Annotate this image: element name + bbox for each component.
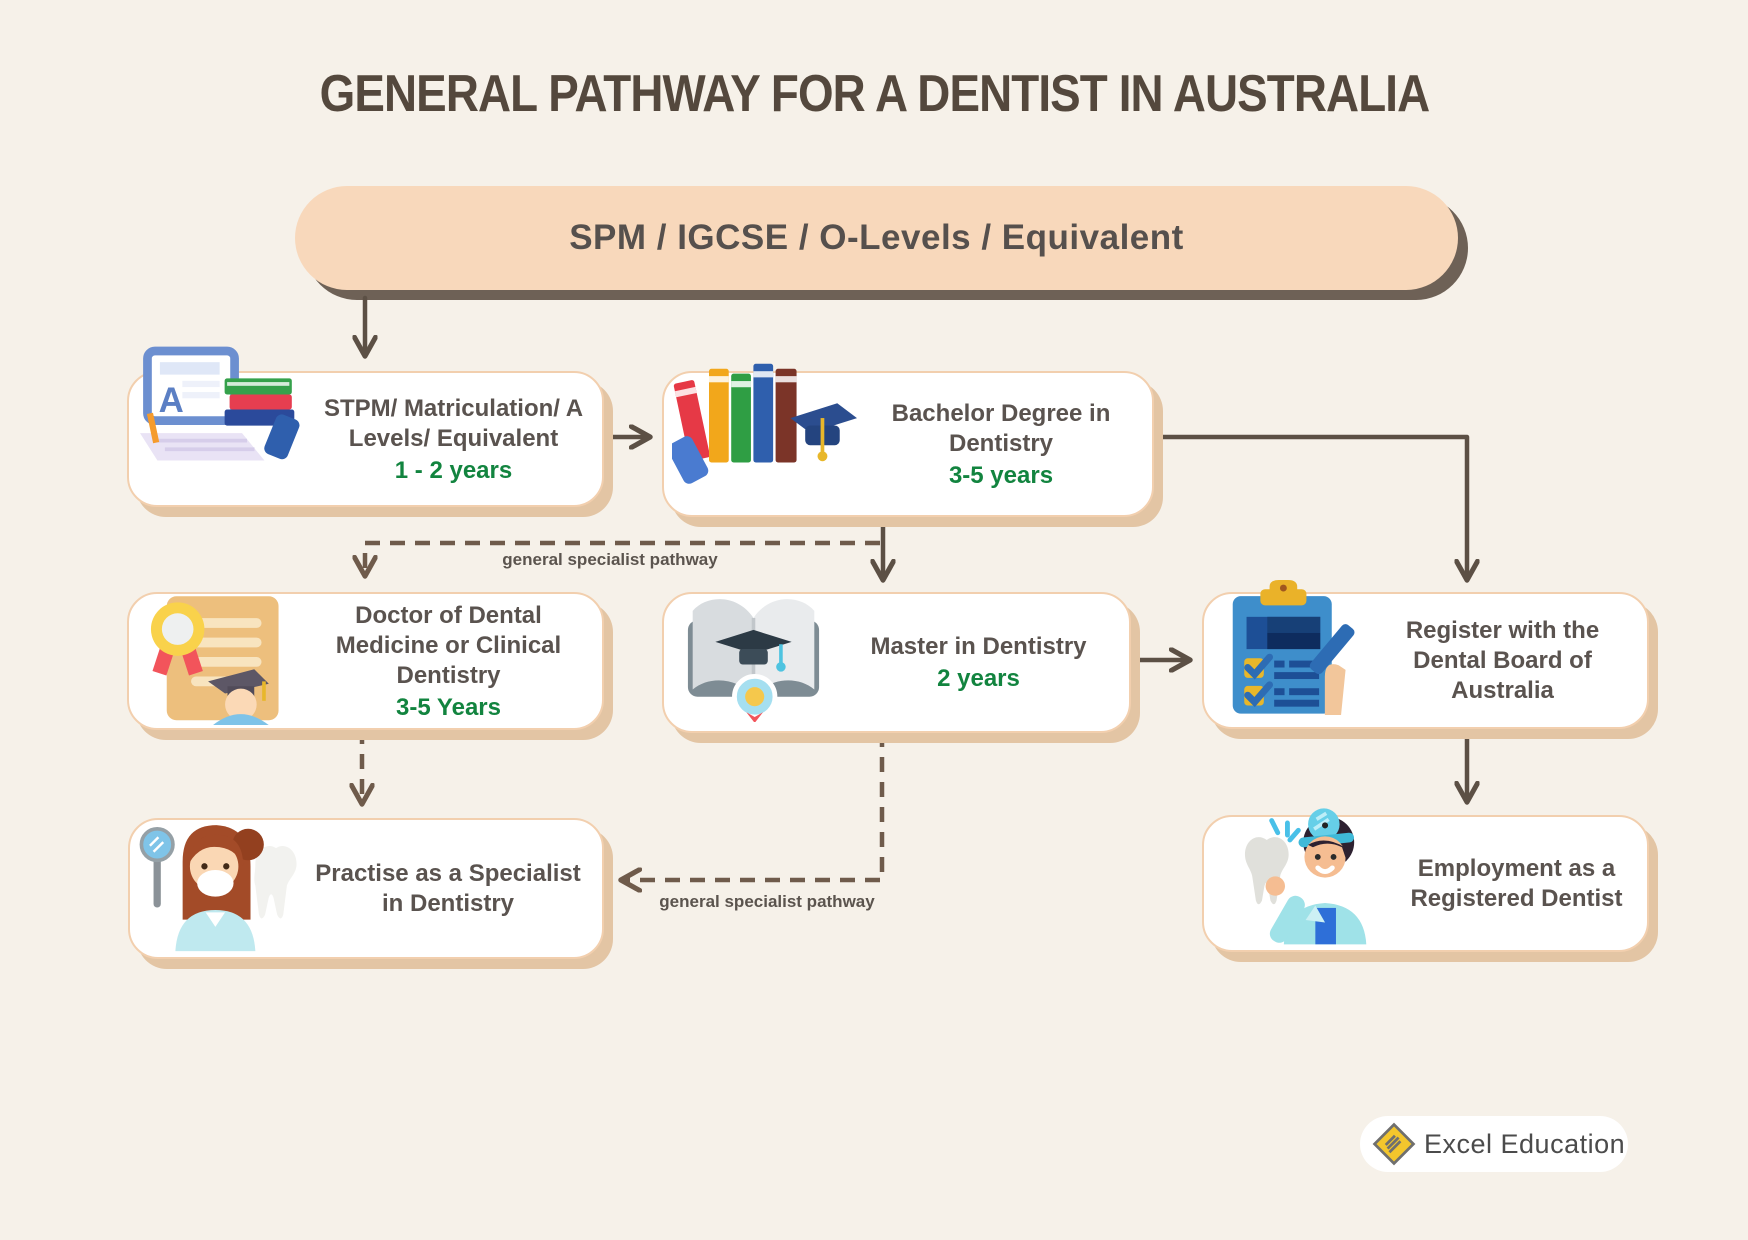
edge-label-general-specialist-bottom: general specialist pathway xyxy=(659,892,875,911)
node-title: Register with the Dental Board of Austra… xyxy=(1405,616,1600,704)
start-node-label: SPM / IGCSE / O-Levels / Equivalent xyxy=(569,218,1184,257)
node-stpm: A STPM/ Matriculation/ A Levels/ Equival… xyxy=(127,346,604,507)
node-duration: 3-5 Years xyxy=(396,693,501,721)
node-title: Bachelor Degree in Dentistry xyxy=(891,399,1111,457)
node-duration: 1 - 2 years xyxy=(394,456,513,484)
connector-master-to-practise-dashed xyxy=(625,732,885,880)
node-master: Master in Dentistry 2 years xyxy=(662,592,1131,733)
open-book-graduation-icon xyxy=(687,598,819,723)
node-title: STPM/ Matriculation/ A Levels/ Equivalen… xyxy=(323,394,584,452)
edge-label-general-specialist-top: general specialist pathway xyxy=(502,550,718,569)
books-graduation-icon xyxy=(671,363,857,484)
node-doctor: Doctor of Dental Medicine or Clinical De… xyxy=(127,592,604,730)
node-duration: 3-5 years xyxy=(948,461,1054,489)
clipboard-checklist-icon xyxy=(1232,579,1355,716)
node-title: Doctor of Dental Medicine or Clinical De… xyxy=(335,601,562,689)
female-dentist-icon xyxy=(139,825,297,952)
logo-badge: Excel Education xyxy=(1360,1116,1628,1172)
page-title: GENERAL PATHWAY FOR A DENTIST IN AUSTRAL… xyxy=(319,65,1430,123)
connector-bachelor-to-register xyxy=(1149,434,1467,576)
node-title: Master in Dentistry xyxy=(870,633,1087,660)
node-title: Employment as a Registered Dentist xyxy=(1410,854,1623,912)
node-register: Register with the Dental Board of Austra… xyxy=(1202,579,1649,729)
svg-text:A: A xyxy=(159,381,184,420)
node-title: Practise as a Specialist in Dentistry xyxy=(315,859,581,917)
start-node: SPM / IGCSE / O-Levels / Equivalent xyxy=(295,186,1458,290)
node-employment: Employment as a Registered Dentist xyxy=(1202,808,1649,952)
laptop-books-icon: A xyxy=(140,346,300,461)
excel-logo-icon xyxy=(1372,1122,1416,1166)
node-duration: 2 years xyxy=(937,665,1020,692)
logo-text: Excel Education xyxy=(1424,1128,1626,1159)
node-practise: Practise as a Specialist in Dentistry xyxy=(128,818,604,959)
node-bachelor: Bachelor Degree in Dentistry 3-5 years xyxy=(662,363,1154,517)
certificate-graduate-icon xyxy=(150,596,279,726)
male-dentist-icon xyxy=(1244,808,1367,945)
